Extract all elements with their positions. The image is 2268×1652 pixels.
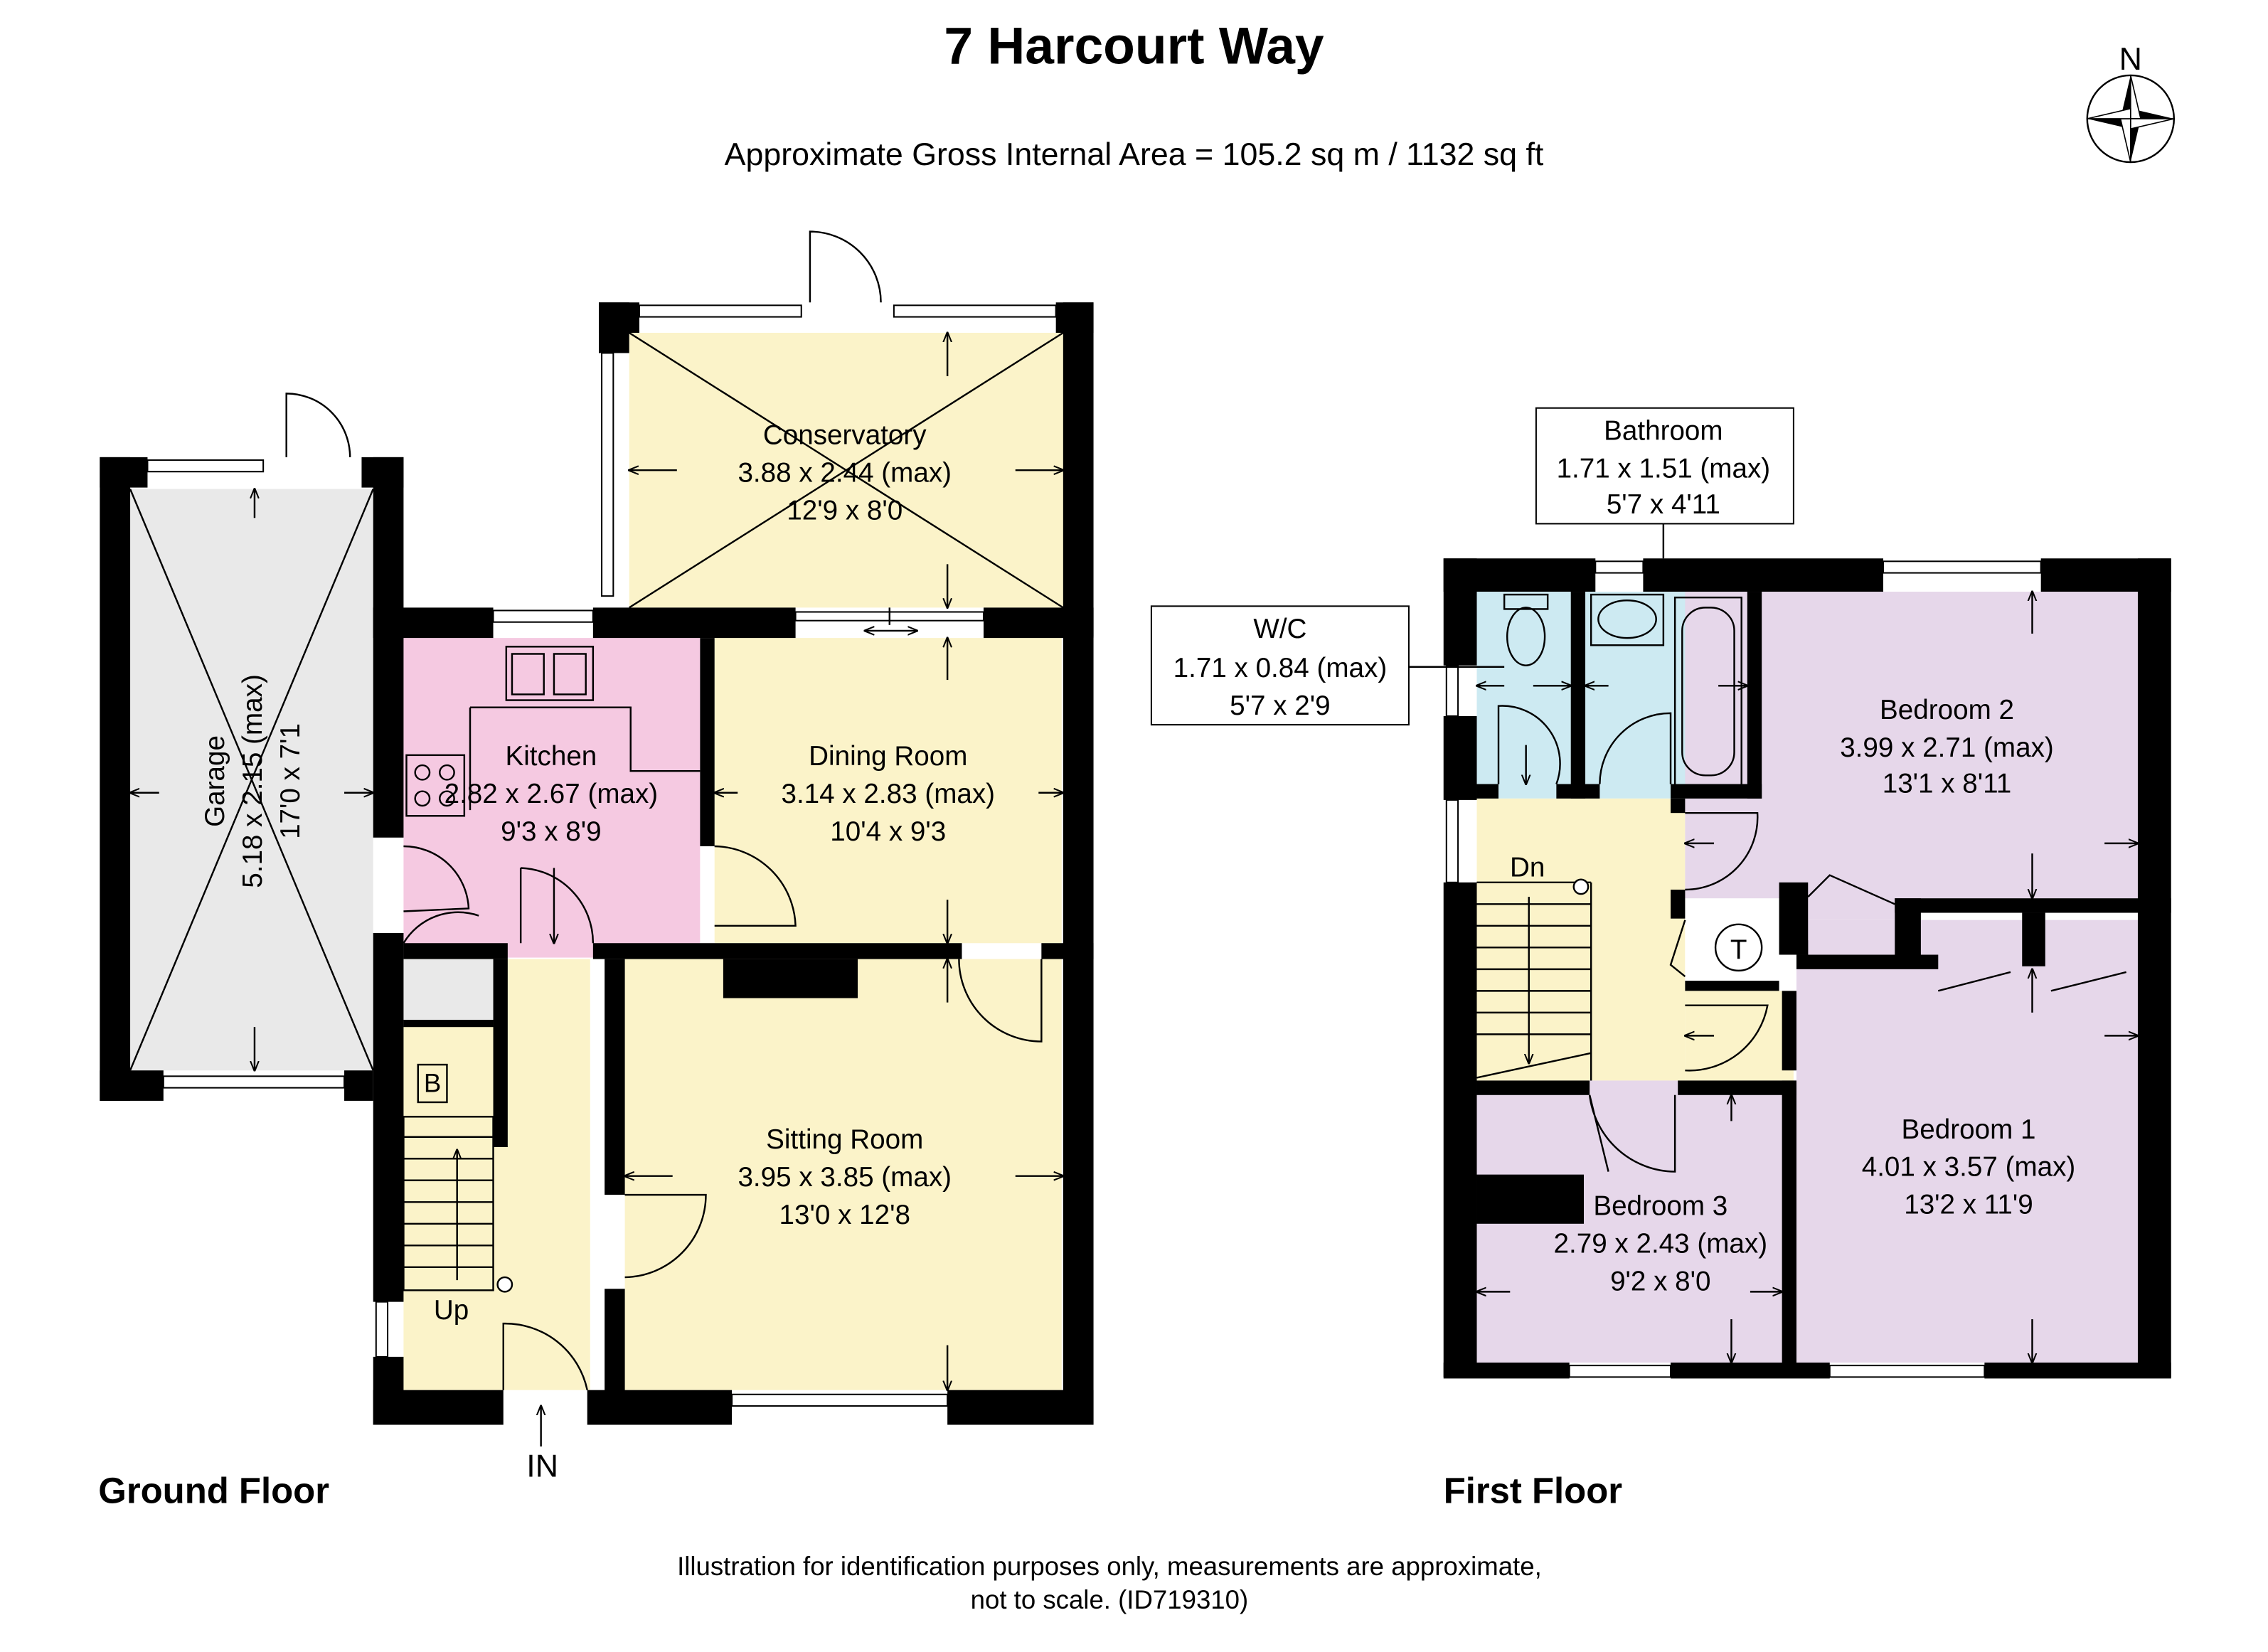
sitting-label: Sitting Room 3.95 x 3.85 (max) 13'0 x 12… xyxy=(738,1124,952,1230)
bedroom2-imperial: 13'1 x 8'11 xyxy=(1883,769,2012,799)
boiler-label: B xyxy=(424,1069,441,1098)
tank-label: T xyxy=(1730,935,1747,966)
bedroom1-imperial: 13'2 x 11'9 xyxy=(1904,1190,2033,1220)
kitchen-name: Kitchen xyxy=(505,741,597,772)
disclaimer-line-1: Illustration for identification purposes… xyxy=(677,1552,1542,1581)
sitting-imperial: 13'0 x 12'8 xyxy=(779,1200,910,1230)
dining-name: Dining Room xyxy=(809,741,967,772)
first-stairs-label: Dn xyxy=(1510,853,1545,883)
bedroom2-fill-2 xyxy=(1808,868,1902,920)
conservatory-name: Conservatory xyxy=(763,420,927,451)
conservatory-imperial: 12'9 x 8'0 xyxy=(787,495,903,526)
first-floor-label: First Floor xyxy=(1444,1470,1623,1510)
bathroom-imperial: 5'7 x 4'11 xyxy=(1607,489,1720,520)
wc-fill xyxy=(1476,592,1571,799)
kitchen-sink-icon xyxy=(505,646,595,701)
bedroom3-metric: 2.79 x 2.43 (max) xyxy=(1554,1228,1768,1259)
bedroom2-name: Bedroom 2 xyxy=(1880,695,2014,725)
bathroom-callout: Bathroom 1.71 x 1.51 (max) 5'7 x 4'11 xyxy=(1535,407,1794,559)
wc-metric: 1.71 x 0.84 (max) xyxy=(1173,653,1388,683)
garage-metric: 5.18 x 2.15 (max) xyxy=(238,674,268,888)
bath-icon xyxy=(1673,596,1742,787)
entrance-label: IN xyxy=(526,1449,558,1484)
ground-floor-label: Ground Floor xyxy=(98,1470,329,1510)
area-subtitle: Approximate Gross Internal Area = 105.2 … xyxy=(725,137,1544,172)
garage-name: Garage xyxy=(200,735,230,827)
ground-floor-plan: Up B xyxy=(98,230,1094,1510)
disclaimer-line-2: not to scale. (ID719310) xyxy=(971,1585,1249,1614)
compass-rose-icon: N xyxy=(2086,41,2176,164)
basin-icon xyxy=(1590,593,1665,646)
tank-icon xyxy=(1714,923,1763,972)
bedroom1-metric: 4.01 x 3.57 (max) xyxy=(1862,1152,2076,1183)
dining-label: Dining Room 3.14 x 2.83 (max) 10'4 x 9'3 xyxy=(781,741,995,847)
bedroom3-label: Bedroom 3 2.79 x 2.43 (max) 9'2 x 8'0 xyxy=(1554,1191,1768,1297)
bedroom3-name: Bedroom 3 xyxy=(1593,1191,1727,1222)
ground-floor-stairs xyxy=(403,1116,513,1293)
sitting-metric: 3.95 x 3.85 (max) xyxy=(738,1162,952,1193)
kitchen-fill xyxy=(403,638,701,958)
garage-imperial: 17'0 x 7'1 xyxy=(275,723,306,839)
bedroom3-imperial: 9'2 x 8'0 xyxy=(1610,1266,1710,1296)
first-dimension-arrows xyxy=(1477,564,2138,1363)
plan-title: 7 Harcourt Way xyxy=(944,17,1324,75)
wc-imperial: 5'7 x 2'9 xyxy=(1230,691,1330,721)
boiler-icon xyxy=(417,1063,448,1104)
conservatory-label: Conservatory 3.88 x 2.44 (max) 12'9 x 8'… xyxy=(738,420,952,526)
bedroom2-label: Bedroom 2 3.99 x 2.71 (max) 13'1 x 8'11 xyxy=(1840,695,2054,799)
first-floor-stairs xyxy=(1476,878,1592,1081)
bathroom-name: Bathroom xyxy=(1604,415,1723,446)
bedroom1-fill xyxy=(1796,920,2138,1363)
ground-dimension-arrows xyxy=(130,333,1063,1447)
bedroom1-name: Bedroom 1 xyxy=(1902,1114,2036,1145)
first-floor-doors xyxy=(1497,705,2126,1173)
dining-metric: 3.14 x 2.83 (max) xyxy=(781,779,995,809)
wc-name: W/C xyxy=(1253,614,1306,644)
compass-north-label: N xyxy=(2119,41,2142,77)
wc-callout: W/C 1.71 x 0.84 (max) 5'7 x 2'9 xyxy=(1150,605,1505,726)
hob-icon xyxy=(405,754,466,817)
landing-fill xyxy=(1476,798,1686,1081)
sitting-name: Sitting Room xyxy=(766,1124,923,1155)
bedroom1-label: Bedroom 1 4.01 x 3.57 (max) 13'2 x 11'9 xyxy=(1862,1114,2076,1220)
garage-label: Garage 5.18 x 2.15 (max) 17'0 x 7'1 xyxy=(200,674,306,888)
bedroom2-metric: 3.99 x 2.71 (max) xyxy=(1840,732,2054,763)
bathroom-metric: 1.71 x 1.51 (max) xyxy=(1557,453,1771,484)
ground-floor-doors xyxy=(285,230,1043,1390)
kitchen-imperial: 9'3 x 8'9 xyxy=(501,816,601,847)
kitchen-label: Kitchen 2.82 x 2.67 (max) 9'3 x 8'9 xyxy=(444,741,659,847)
dining-fill xyxy=(714,638,1062,944)
sitting-fill xyxy=(624,959,1062,1390)
kitchen-metric: 2.82 x 2.67 (max) xyxy=(444,779,659,809)
dining-imperial: 10'4 x 9'3 xyxy=(830,816,946,847)
conservatory-metric: 3.88 x 2.44 (max) xyxy=(738,457,952,488)
toilet-icon xyxy=(1503,593,1549,666)
cupboard-fill xyxy=(403,959,494,1020)
ground-stairs-label: Up xyxy=(434,1295,469,1326)
first-floor-plan: T Dn xyxy=(1150,407,2171,1510)
